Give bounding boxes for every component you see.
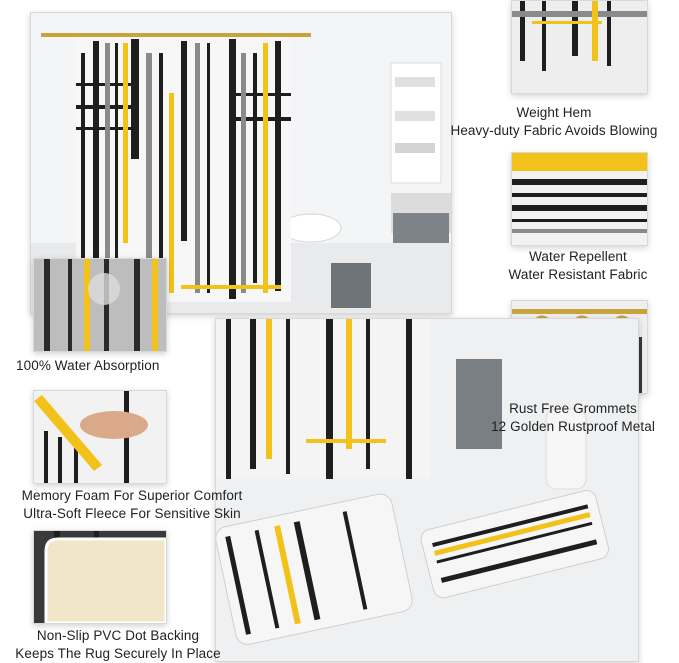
feature-detail: Ultra-Soft Fleece For Sensitive Skin xyxy=(23,506,241,521)
water-repellent-photo xyxy=(511,152,648,246)
feature-title: Memory Foam For Superior Comfort xyxy=(21,488,243,503)
feature-memory-foam: Memory Foam For Superior Comfort Ultra-S… xyxy=(0,487,264,523)
feature-rust-free-grommets: Rust Free Grommets 12 Golden Rustproof M… xyxy=(470,400,676,436)
feature-title: 100% Water Absorption xyxy=(16,358,160,373)
memory-foam-photo xyxy=(33,390,167,484)
non-slip-backing-photo xyxy=(33,530,167,624)
feature-water-repellent: Water Repellent Water Resistant Fabric xyxy=(480,248,676,284)
feature-title: Weight Hem xyxy=(516,105,592,120)
bath-rug-set-photo xyxy=(215,318,639,662)
feature-title: Water Repellent xyxy=(529,249,627,264)
feature-title: Rust Free Grommets xyxy=(509,401,637,416)
feature-title: Non-Slip PVC Dot Backing xyxy=(36,628,200,643)
feature-detail: Water Resistant Fabric xyxy=(508,267,648,282)
feature-weight-hem: Weight Hem Heavy-duty Fabric Avoids Blow… xyxy=(432,104,676,140)
feature-detail: Keeps The Rug Securely In Place xyxy=(15,646,221,661)
feature-water-absorption: 100% Water Absorption xyxy=(16,357,159,375)
feature-detail: 12 Golden Rustproof Metal xyxy=(491,419,655,434)
feature-non-slip-backing: Non-Slip PVC Dot Backing Keeps The Rug S… xyxy=(0,627,236,663)
weight-hem-photo xyxy=(511,0,648,94)
feature-detail: Heavy-duty Fabric Avoids Blowing xyxy=(450,123,658,138)
water-absorption-photo xyxy=(33,258,167,352)
